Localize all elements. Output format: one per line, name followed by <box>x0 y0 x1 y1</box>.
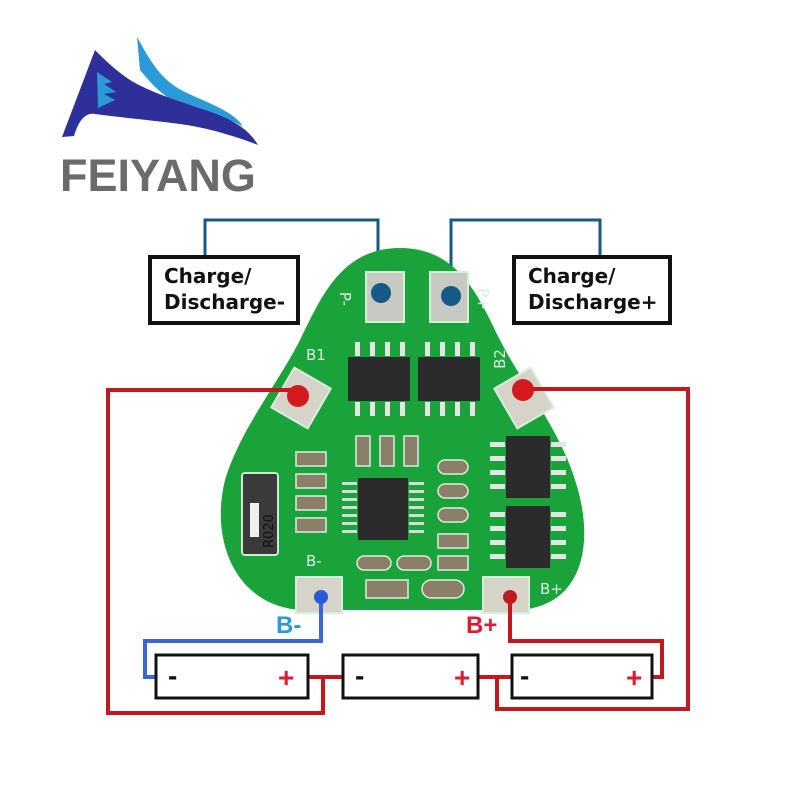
wire-charge-plus <box>449 218 602 295</box>
battery-3-plus: + <box>626 662 643 693</box>
label-line-1: Charge/ <box>528 264 616 288</box>
charge-discharge-minus-label: Charge/ Discharge- <box>148 255 300 325</box>
battery-cell-1 <box>154 653 310 700</box>
logo-flag-stripe <box>97 72 116 108</box>
feiyang-logo <box>62 37 258 145</box>
mosfet-chip-2 <box>418 342 480 416</box>
label-line-2: Discharge- <box>164 290 285 314</box>
mosfet-chip-3 <box>490 436 566 498</box>
terminal-b-plus-label: B+ <box>466 612 498 639</box>
terminal-b-minus-label: B- <box>276 612 302 639</box>
pad-b-plus <box>482 576 530 614</box>
controller-ic <box>342 478 424 540</box>
wire-b1 <box>106 388 325 715</box>
mosfet-chip-4 <box>490 506 566 568</box>
sense-resistor <box>241 472 279 556</box>
silk-b1: B1 <box>306 346 326 364</box>
smd-components <box>295 435 469 599</box>
label-line-1: Charge/ <box>164 264 252 288</box>
silk-b-minus: B- <box>306 552 322 570</box>
battery-cell-2 <box>341 653 480 700</box>
dot-b2 <box>512 379 534 401</box>
logo-dark-flag <box>62 50 258 145</box>
dot-b1 <box>287 385 309 407</box>
battery-1-plus: + <box>278 662 295 693</box>
dot-b-plus <box>503 590 517 604</box>
silk-b2: B2 <box>490 349 509 369</box>
silk-b-plus: B+ <box>540 580 563 598</box>
battery-3-minus: - <box>520 660 530 691</box>
battery-2-minus: - <box>355 660 365 691</box>
battery-2-plus: + <box>454 662 471 693</box>
mosfet-chip-1 <box>348 342 410 416</box>
label-line-2: Discharge+ <box>528 290 658 314</box>
dot-b-minus <box>314 590 328 604</box>
logo-light-flag <box>137 37 243 127</box>
wire-b-minus <box>143 597 323 679</box>
charge-discharge-plus-label: Charge/ Discharge+ <box>512 255 672 325</box>
wire-b-plus <box>508 597 664 679</box>
battery-cell-3 <box>510 653 654 700</box>
wire-b2 <box>495 387 690 711</box>
battery-1-minus: - <box>168 660 178 691</box>
silk-p-minus: P- <box>336 291 355 307</box>
brand-name: FEIYANG <box>60 150 256 201</box>
pad-p-minus-dot <box>371 283 391 303</box>
silk-resistor: R020 <box>262 514 277 548</box>
silk-p-plus: P+ <box>473 288 492 310</box>
pad-p-plus-dot <box>441 286 461 306</box>
